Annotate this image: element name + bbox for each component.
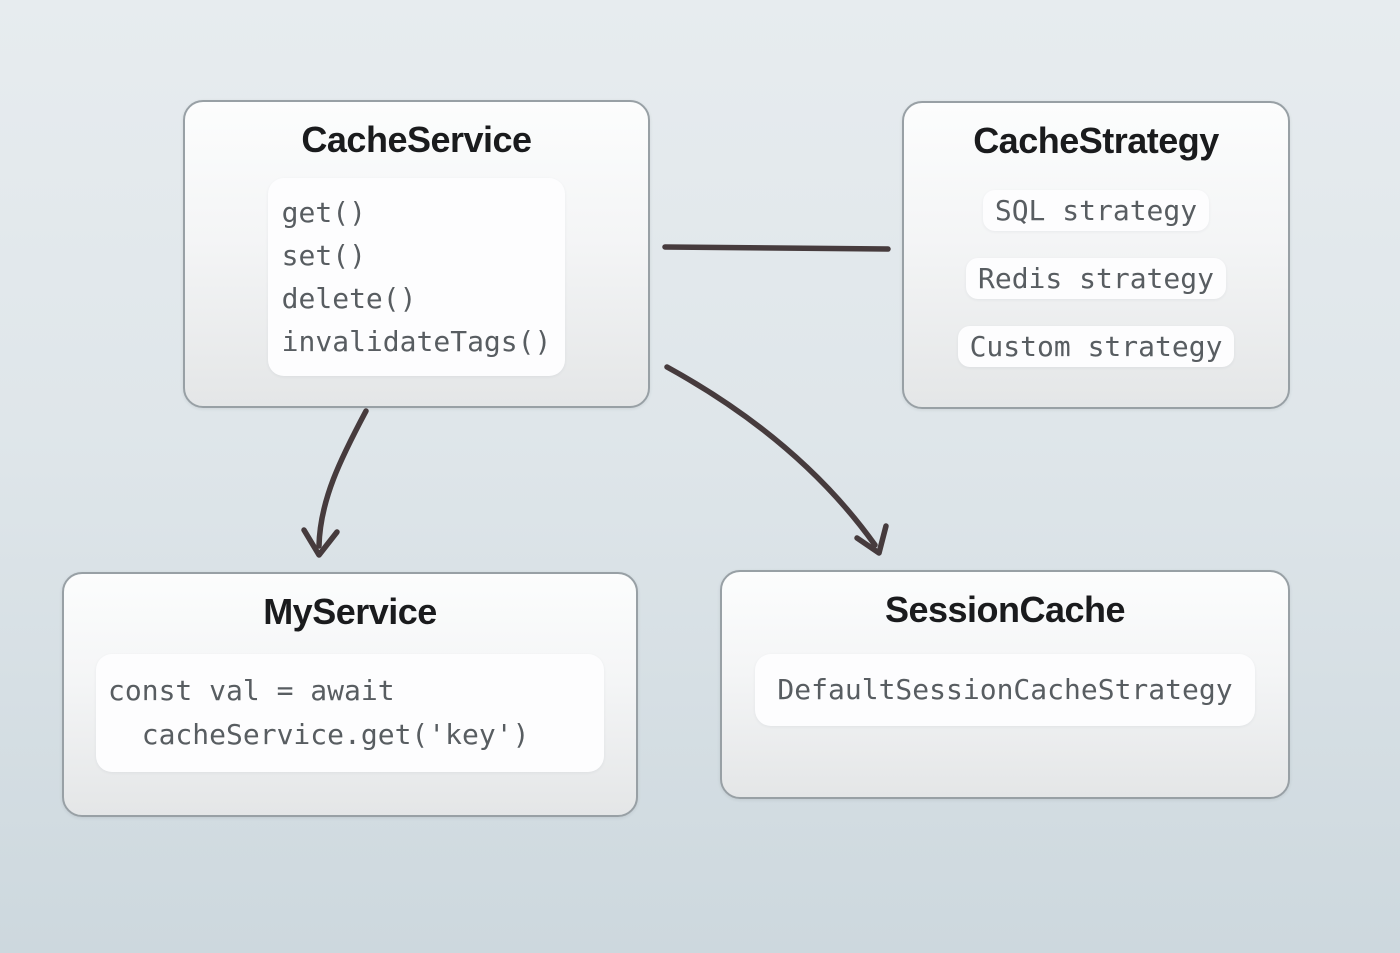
code-line-1: const val = await [108,674,395,707]
edge-cacheservice-sessioncache-arrow [664,364,889,556]
node-cache-service: CacheService get() set() delete() invali… [183,100,650,408]
node-my-service: MyService const val = await cacheService… [62,572,638,817]
cache-service-methods-panel: get() set() delete() invalidateTags() [267,178,566,376]
my-service-code-panel: const val = await cacheService.get('key'… [96,654,604,772]
node-session-cache: SessionCache DefaultSessionCacheStrategy [720,570,1290,799]
my-service-title: MyService [263,591,437,632]
strategy-pill-sql: SQL strategy [982,190,1210,231]
strategy-pill-custom: Custom strategy [957,326,1235,367]
arrowhead-down-icon [301,527,340,558]
method-delete: delete() [281,282,417,315]
cache-service-title: CacheService [301,119,532,160]
node-cache-strategy: CacheStrategy SQL strategy Redis strateg… [902,101,1290,409]
cache-strategy-title: CacheStrategy [973,120,1219,161]
method-set: set() [281,239,366,272]
method-invalidate-tags: invalidateTags() [281,325,552,358]
edge-cacheservice-myservice-arrow [301,408,369,558]
session-cache-title: SessionCache [884,589,1126,630]
session-cache-strategy-panel: DefaultSessionCacheStrategy [755,654,1255,726]
arrowhead-down-right-icon [854,523,889,556]
edge-cacheservice-cachestrategy-line [662,244,891,252]
strategy-pill-redis: Redis strategy [965,258,1226,299]
code-line-2: cacheService.get('key') [108,718,530,751]
method-get: get() [281,196,366,229]
